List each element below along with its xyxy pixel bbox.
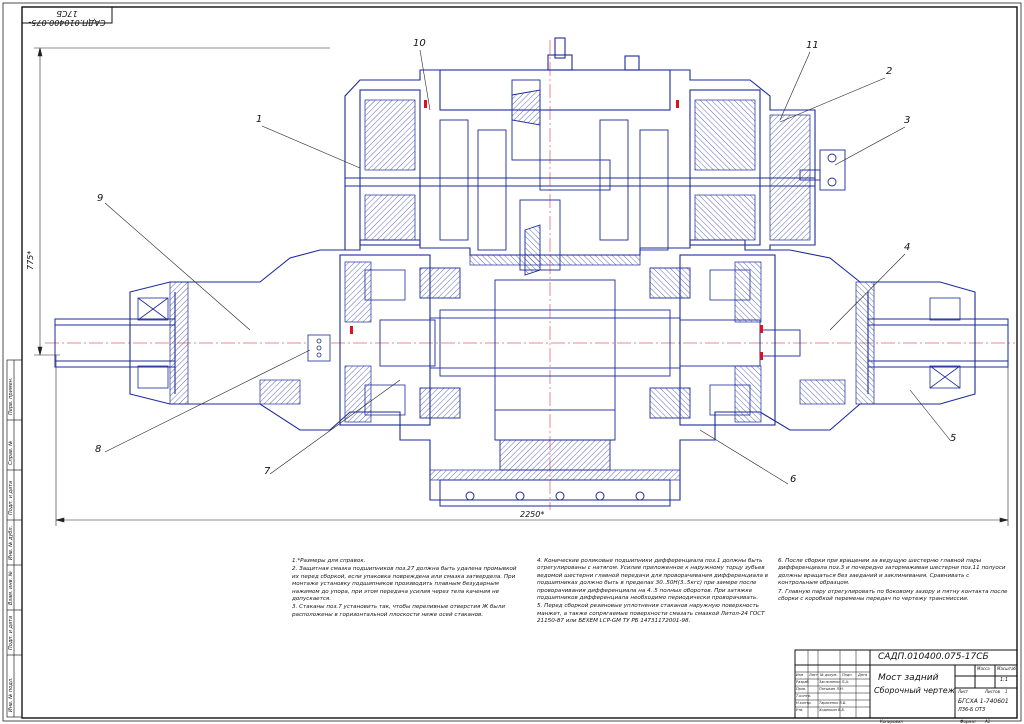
title-block: [794, 649, 1018, 719]
note-2: 2. Защитная смазка подшипников поз.27 до…: [292, 566, 517, 603]
title-block-subtitle: Сборочный чертеж: [874, 686, 955, 695]
housing-section-hatching: [169, 254, 875, 481]
clutch-packs: [364, 99, 811, 241]
side-label-sign-date-2: Подп. и дата: [8, 615, 14, 650]
callout-3: 3: [904, 115, 911, 126]
title-block-code: САДП.010400.075-17СБ: [878, 652, 989, 662]
tb-role-1: Разраб.: [796, 680, 810, 684]
notes-column-3: 6. После сборки при вращении за ведущую …: [778, 558, 1008, 604]
bearings: [137, 269, 961, 416]
side-label-replace-inv: Взам. инв. №: [8, 571, 14, 605]
tb-name-4: Тарасенко В.Б.: [819, 701, 847, 705]
side-label-sign-date-1: Подп. и дата: [8, 480, 14, 515]
side-label-orig-inv: Инв. № подл.: [8, 677, 14, 713]
organization-line-1: БГСХА 1-740601: [958, 698, 1009, 705]
drawing-code-corner: САДП.010400.075-17СБ: [28, 9, 106, 27]
note-4: 4. Конические роликовые подшипники диффе…: [537, 558, 768, 602]
tb-col-sign: Подп.: [842, 673, 853, 677]
side-label-ref-no: Справ. №: [8, 440, 14, 465]
note-3: 3. Стаканы поз.7 установить так, чтобы п…: [292, 604, 506, 618]
note-7: 7. Главную пару отрегулировать по боково…: [778, 588, 1008, 603]
notes-column-1: 1.*Размеры для справок. 2. Защитная смаз…: [292, 558, 522, 620]
callout-6: 6: [790, 474, 797, 485]
format-value: А1: [985, 719, 991, 724]
width-dimension: [55, 355, 1009, 526]
callout-2: 2: [886, 66, 893, 77]
scale-value: 1:1: [1000, 677, 1009, 683]
tb-name-1: Заслоненко П.А.: [819, 680, 850, 684]
callout-4: 4: [904, 242, 911, 253]
sheets-count: 1: [1005, 689, 1008, 694]
tb-role-4: Н.контр.: [796, 701, 812, 705]
tb-name-5: Ходеккин В.Б.: [819, 708, 846, 712]
height-dimension-label: 775*: [26, 250, 35, 270]
gearbox-housing: [344, 37, 816, 250]
scale-label: Масштаб: [997, 666, 1017, 671]
side-label-first-use: Перв. примен.: [8, 377, 14, 415]
note-1: 1.*Размеры для справок.: [292, 558, 366, 564]
nameplate: [307, 334, 331, 362]
tb-col-doc: № докум.: [820, 673, 838, 677]
callout-1: 1: [256, 114, 263, 125]
note-6: 6. После сборки при вращении за ведущую …: [778, 558, 1006, 587]
oil-sump: [439, 479, 671, 507]
callout-9: 9: [97, 193, 104, 204]
callout-11: 11: [806, 40, 819, 51]
tb-col-list: Лист: [809, 673, 818, 677]
tb-role-3: Т.контр.: [796, 694, 812, 698]
tb-name-2: Пятыкин Л.Н.: [819, 687, 844, 691]
tb-col-date: Дата: [858, 673, 868, 677]
organization-line-2: ЛЗ6-Б ОТЗ: [958, 707, 986, 713]
sheets-label: Листов: [985, 689, 1000, 694]
callout-7: 7: [264, 466, 271, 477]
tb-role-5: Утв.: [796, 708, 804, 712]
height-dimension: [34, 47, 330, 356]
leader-lines: [104, 49, 951, 485]
side-label-dup-inv: Инв. № дубл.: [8, 525, 14, 560]
gear-train: [439, 79, 846, 276]
copied-label: Копировал: [880, 719, 903, 724]
code-box: [21, 6, 113, 24]
seal-marks: [350, 100, 763, 360]
side-strip: [6, 359, 23, 718]
axle-shafts: [54, 318, 1009, 368]
callout-10: 10: [413, 38, 426, 49]
tb-role-2: Пров.: [796, 687, 807, 691]
title-block-name: Мост задний: [878, 673, 939, 683]
width-dimension-label: 2250*: [520, 510, 545, 519]
differential: [379, 267, 801, 471]
callout-5: 5: [950, 433, 957, 444]
note-5: 5. Перед сборкой резиновые уплотнения ст…: [537, 603, 765, 625]
format-label: Формат: [960, 719, 977, 724]
callout-8: 8: [95, 444, 102, 455]
sheet-label: Лист: [958, 689, 969, 694]
tb-col-izm: Изм: [796, 673, 804, 677]
notes-column-2: 4. Конические роликовые подшипники диффе…: [537, 558, 772, 627]
mass-label: Масса: [977, 666, 990, 671]
